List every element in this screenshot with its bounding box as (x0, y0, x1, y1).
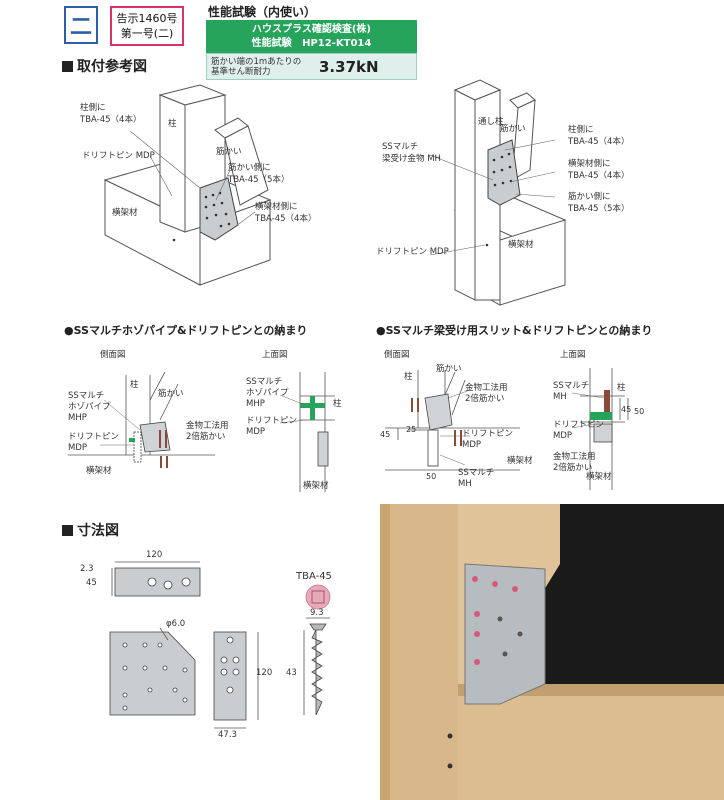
left-col-side-label: 柱側に (80, 103, 106, 113)
dl-top-ss2: ホゾパイプ (246, 388, 289, 398)
performance-org: ハウスプラス確認検査(株) (252, 24, 371, 35)
right-col-screws-label: TBA-45（4本） (568, 137, 630, 147)
dr-top-view: 上面図 (560, 350, 586, 360)
performance-title: 性能試験（内使い） (208, 5, 317, 19)
dl-top-dp1: ドリフトピン (246, 416, 298, 426)
dr-beam: 横架材 (507, 456, 533, 466)
dim-hole: φ6.0 (166, 619, 186, 629)
section-mount-heading: 取付参考図 (62, 56, 147, 76)
right-side-view (385, 370, 520, 471)
dim-screw-name: TBA-45 (296, 571, 332, 582)
right-beam-side-label: 横架材側に (568, 159, 611, 169)
left-brace-screws-label: TBA-45（5本） (228, 175, 290, 185)
dim-h45: 45 (86, 578, 97, 588)
dl-top-view: 上面図 (262, 350, 288, 360)
right-brace-screws-label: TBA-45（5本） (568, 204, 630, 214)
left-drift-pin-label: ドリフトピン MDP (82, 151, 155, 161)
left-column-label: 柱 (168, 119, 177, 129)
right-ss-mount-label: 梁受け金物 MH (382, 154, 441, 164)
sub-heading-right: ●SSマルチ梁受け用スリット&ドリフトピンとの納まり (376, 324, 653, 337)
dim-h120: 120 (256, 668, 273, 678)
performance-test: 性能試験 HP12-KT014 (251, 38, 372, 49)
installation-photo (380, 504, 724, 800)
dl-top-ss1: SSマルチ (246, 377, 283, 387)
right-drift-pin-label: ドリフトピン MDP (376, 247, 449, 257)
right-col-side-label: 柱側に (568, 125, 594, 135)
kanji-badge: 二 (64, 6, 98, 44)
left-beam-screws-label: TBA-45（4本） (255, 214, 317, 224)
dr-ssmh1: SSマルチ (458, 468, 495, 478)
dr-top-beam: 横架材 (586, 472, 612, 482)
dr-dim25: 25 (406, 425, 417, 434)
dr-dp2: MDP (462, 440, 482, 450)
dr-ssmh2: MH (458, 479, 472, 489)
dr-brace: 筋かい (436, 364, 462, 374)
dl-top-col: 柱 (333, 399, 342, 409)
dr-column: 柱 (404, 372, 413, 382)
dimension-drawings (109, 561, 331, 729)
right-ss-multi-label: SSマルチ (382, 142, 419, 152)
dl-top-ss3: MHP (246, 399, 265, 409)
dr-dim45: 45 (380, 430, 391, 439)
left-iso-diagram (103, 84, 272, 286)
right-beam-label: 横架材 (508, 240, 534, 250)
left-beam-side-label: 横架材側に (255, 202, 298, 212)
dr-dp1: ドリフトピン (462, 429, 514, 439)
dl-hw2: 2倍筋かい (186, 432, 226, 442)
dim-t23: 2.3 (80, 564, 94, 574)
sub-heading-left: ●SSマルチホゾパイプ&ドリフトピンとの納まり (64, 324, 308, 337)
dr-top-hw2: 2倍筋かい (553, 463, 593, 473)
section-dims-heading: 寸法図 (62, 520, 119, 540)
left-top-view (279, 372, 335, 492)
dr-top-ss1: SSマルチ (553, 381, 590, 391)
right-beam-screws-label: TBA-45（4本） (568, 171, 630, 181)
dl-dp1: ドリフトピン (68, 432, 120, 442)
left-col-screws-label: TBA-45（4本） (80, 115, 142, 125)
dim-w120: 120 (146, 550, 163, 560)
right-brace-side-label: 筋かい側に (568, 192, 611, 202)
dl-beam: 横架材 (86, 466, 112, 476)
dl-top-dp2: MDP (246, 427, 266, 437)
dr-hw1: 金物工法用 (465, 383, 508, 393)
dl-column: 柱 (130, 380, 139, 390)
dr-top-50: 50 (634, 407, 645, 416)
right-iso-diagram (429, 79, 567, 306)
left-beam-label: 横架材 (112, 208, 138, 218)
dr-top-dp2: MDP (553, 431, 573, 441)
notice-badge: 告示1460号 第一号(二) (110, 6, 184, 46)
dl-hw1: 金物工法用 (186, 421, 229, 431)
dim-screw-head: 9.3 (310, 608, 324, 618)
dr-hw2: 2倍筋かい (465, 394, 505, 404)
performance-org-box: ハウスプラス確認検査(株) 性能試験 HP12-KT014 (206, 20, 417, 53)
right-brace-label: 筋かい (500, 124, 526, 134)
dl-top-beam: 横架材 (303, 481, 329, 491)
performance-value-row: 筋かい端の1mあたりの基準せん断耐力 3.37kN (206, 53, 417, 80)
dl-ss1: SSマルチ (68, 391, 105, 401)
notice-line2: 第一号(二) (120, 27, 174, 40)
dim-screw-len: 43 (286, 668, 297, 678)
dl-dp2: MDP (68, 443, 88, 453)
notice-line1: 告示1460号 (116, 12, 178, 25)
dr-side-view: 側面図 (384, 350, 410, 360)
dr-dim50: 50 (426, 472, 437, 481)
right-through-col-label: 通し柱 (478, 117, 504, 127)
dr-top-hw1: 金物工法用 (553, 452, 596, 462)
dr-top-45: 45 (621, 405, 632, 414)
dl-brace: 筋かい (158, 389, 184, 399)
dl-side-view: 側面図 (100, 350, 126, 360)
dl-ss3: MHP (68, 413, 87, 423)
dr-top-col: 柱 (617, 383, 626, 393)
dim-w473: 47.3 (218, 730, 237, 740)
left-brace-side-label: 筋かい側に (228, 163, 271, 173)
right-top-view (571, 368, 629, 490)
dr-top-ss2: MH (553, 392, 567, 402)
performance-value: 3.37kN (319, 57, 379, 76)
left-brace-label: 筋かい (216, 147, 242, 157)
performance-row-label: 筋かい端の1mあたりの基準せん断耐力 (211, 56, 302, 77)
dr-top-dp1: ドリフトピン (553, 420, 605, 430)
left-side-view (68, 371, 215, 468)
dl-ss2: ホゾパイプ (68, 402, 111, 412)
